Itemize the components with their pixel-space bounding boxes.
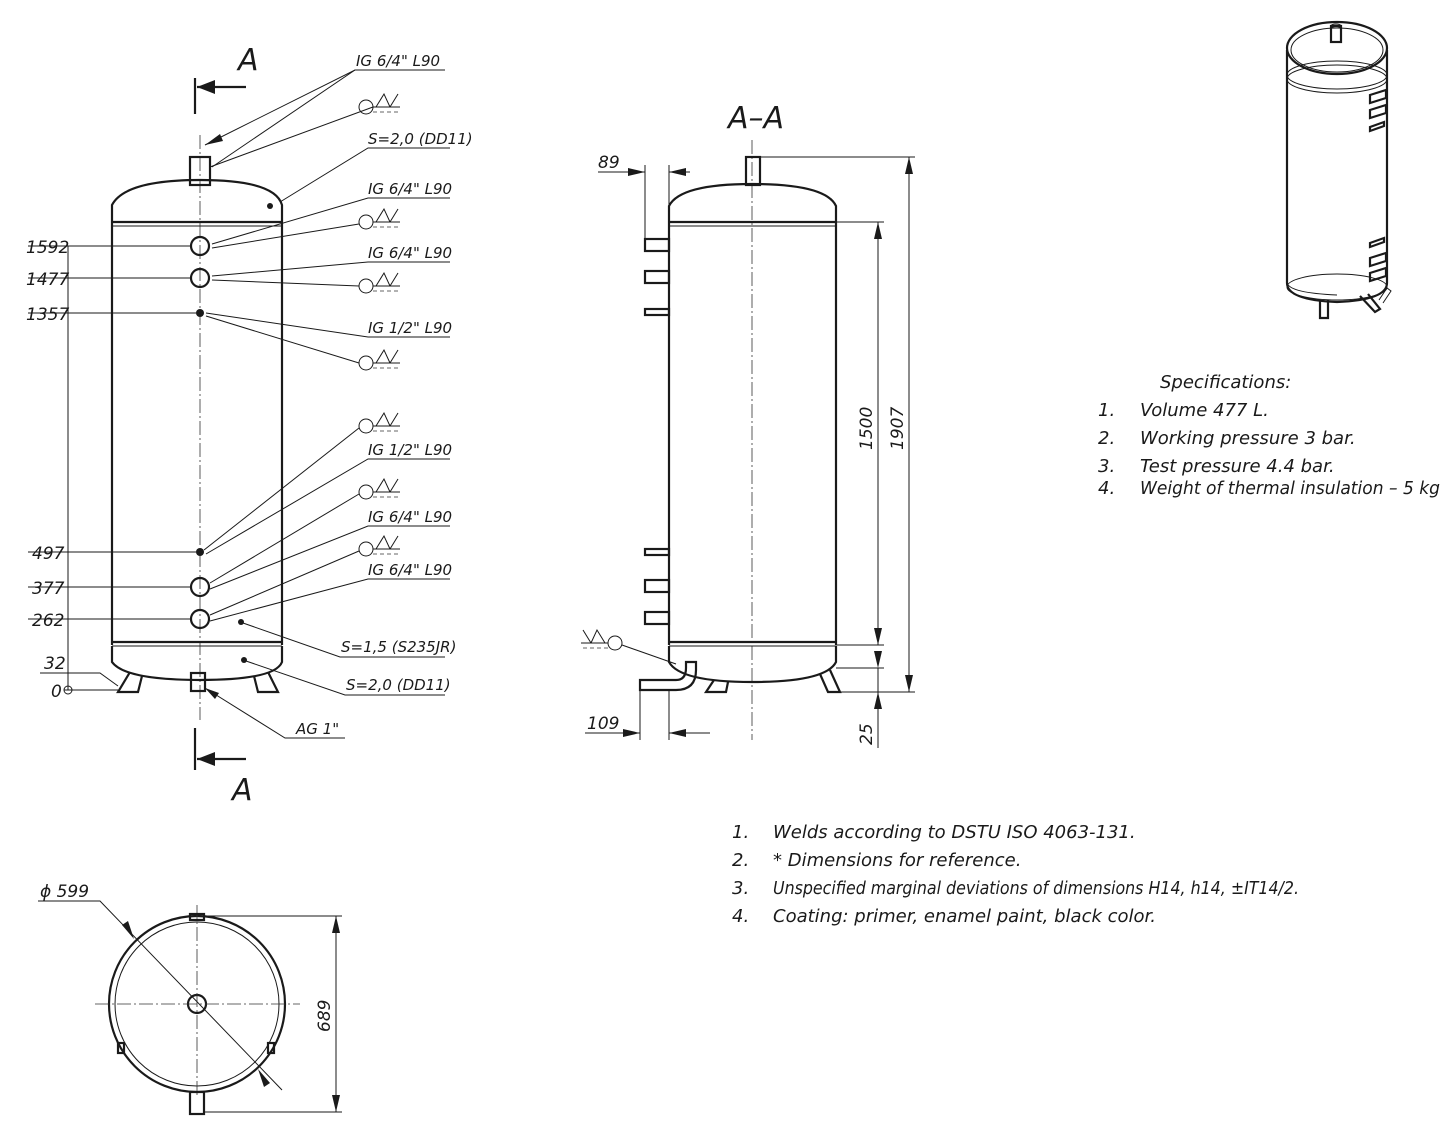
label-shell-body: S=1,5 (S235JR): [341, 638, 456, 656]
note-text-1: Welds according to DSTU ISO 4063-131.: [773, 822, 1136, 843]
section-mark-top: A: [236, 43, 259, 78]
dim-0: 0: [51, 682, 62, 702]
note-text-2: * Dimensions for reference.: [773, 850, 1021, 871]
spec-num-1: 1.: [1098, 400, 1115, 421]
plan-view: ϕ 599 689: [38, 882, 342, 1116]
note-num-4: 4.: [732, 906, 749, 927]
note-num-2: 2.: [732, 850, 749, 871]
label-nozzle-262: IG 6/4" L90: [368, 561, 452, 579]
dim-1477: 1477: [26, 270, 69, 290]
specifications-title: Specifications:: [1160, 372, 1291, 393]
spec-num-2: 2.: [1098, 428, 1115, 449]
label-nozzle-1357: IG 1/2" L90: [368, 319, 452, 337]
section-mark-bottom: A: [230, 773, 253, 808]
note-text-4: Coating: primer, enamel paint, black col…: [773, 906, 1156, 927]
spec-num-3: 3.: [1098, 456, 1115, 477]
spec-text-3: Test pressure 4.4 bar.: [1140, 456, 1335, 477]
notes-block: 1. Welds according to DSTU ISO 4063-131.…: [732, 822, 1299, 927]
label-nozzle-497: IG 1/2" L90: [368, 441, 452, 459]
label-nozzle-1477: IG 6/4" L90: [368, 244, 452, 262]
dim-1592: 1592: [26, 238, 69, 258]
note-num-1: 1.: [732, 822, 749, 843]
isometric-view: [1285, 20, 1392, 320]
label-top-nozzle: IG 6/4" L90: [356, 52, 440, 70]
dim-262: 262: [32, 611, 64, 631]
spec-text-2: Working pressure 3 bar.: [1140, 428, 1356, 449]
dim-32: 32: [44, 654, 66, 674]
front-view: A A IG 6/4" L90 S=2,0 (DD11) IG 6/4" L90…: [26, 43, 473, 808]
dim-diameter: ϕ 599: [40, 882, 89, 902]
specifications-block: Specifications: 1. Volume 477 L. 2. Work…: [1098, 372, 1440, 499]
label-nozzle-377: IG 6/4" L90: [368, 508, 452, 526]
note-text-3: Unspecified marginal deviations of dimen…: [773, 878, 1299, 899]
spec-text-4: Weight of thermal insulation – 5 kg: [1140, 478, 1440, 499]
dim-1357: 1357: [26, 305, 69, 325]
note-num-3: 3.: [732, 878, 749, 899]
label-shell-top: S=2,0 (DD11): [368, 130, 473, 148]
dim-109: 109: [587, 714, 619, 734]
dim-377: 377: [32, 579, 65, 599]
spec-text-1: Volume 477 L.: [1140, 400, 1269, 421]
section-view: A–A 89: [580, 101, 915, 748]
dim-25: 25: [857, 723, 877, 745]
dim-1907: 1907: [888, 407, 908, 450]
dim-689: 689: [315, 1000, 335, 1032]
dim-1500: 1500: [857, 407, 877, 450]
label-nozzle-1592: IG 6/4" L90: [368, 180, 452, 198]
section-title: A–A: [726, 101, 784, 136]
dim-89: 89: [598, 153, 620, 173]
dim-497: 497: [32, 544, 65, 564]
spec-num-4: 4.: [1098, 478, 1115, 499]
label-shell-bottom: S=2,0 (DD11): [346, 676, 451, 694]
label-drain: AG 1": [295, 720, 339, 738]
